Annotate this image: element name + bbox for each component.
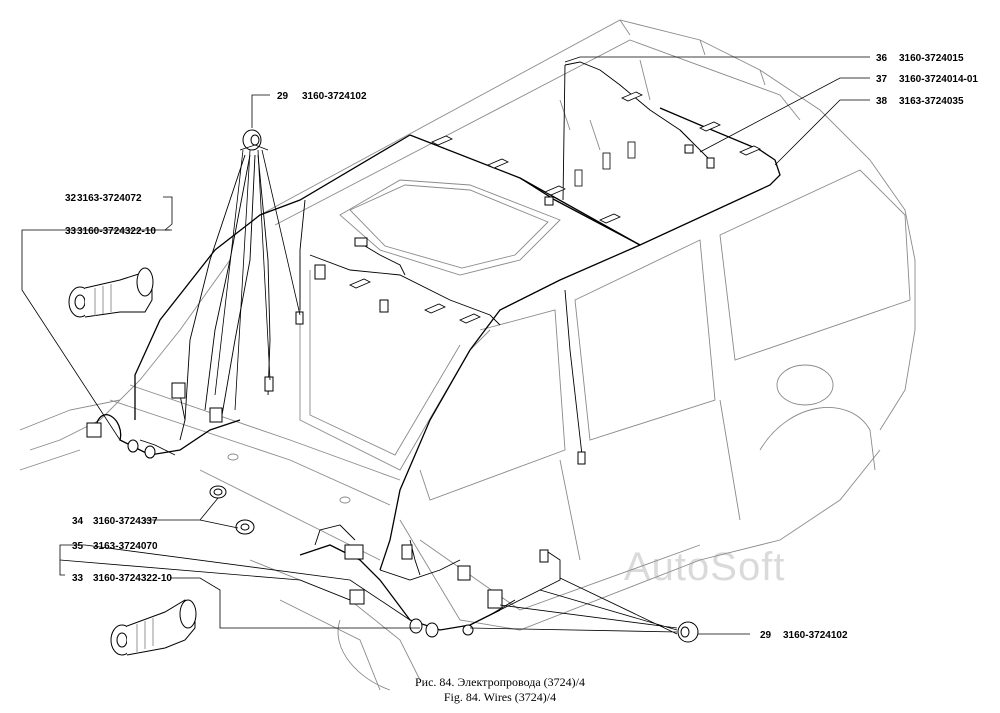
connectors <box>86 144 715 609</box>
label-part: 3160-3724014-01 <box>899 74 978 85</box>
caption-russian: Рис. 84. Электропровода (3724)/4 <box>415 675 585 689</box>
label-part: 3160-3724322-10 <box>77 226 156 237</box>
label-part: 3160-3724337 <box>93 516 158 527</box>
label-part: 3160-3724015 <box>899 53 964 64</box>
label-num: 33 <box>72 573 84 584</box>
label-part: 3160-3724102 <box>783 630 848 641</box>
label-num: 34 <box>72 516 84 527</box>
label-part: 3163-3724070 <box>93 541 158 552</box>
grommet-top <box>68 267 154 318</box>
tape-marks <box>349 91 761 324</box>
label-num: 38 <box>876 96 888 107</box>
label-part: 3160-3724102 <box>302 91 367 102</box>
vehicle-body-outline <box>19 19 916 691</box>
label-num: 29 <box>760 630 772 641</box>
watermark: AutoSoft <box>624 545 786 589</box>
part-labels: 29 3160-3724102 32 3163-3724072 33 3160-… <box>65 53 978 641</box>
label-num: 33 <box>65 226 77 237</box>
label-part: 3163-3724035 <box>899 96 964 107</box>
label-num: 36 <box>876 53 888 64</box>
label-num: 32 <box>65 193 77 204</box>
grommet-bottom <box>110 599 197 656</box>
label-num: 29 <box>277 91 289 102</box>
label-part: 3160-3724322-10 <box>93 573 172 584</box>
label-num: 35 <box>72 541 84 552</box>
label-num: 37 <box>876 74 888 85</box>
grommets <box>68 129 699 656</box>
label-part: 3163-3724072 <box>77 193 142 204</box>
caption-english: Fig. 84. Wires (3724)/4 <box>443 690 557 704</box>
leader-lines <box>21 56 870 635</box>
